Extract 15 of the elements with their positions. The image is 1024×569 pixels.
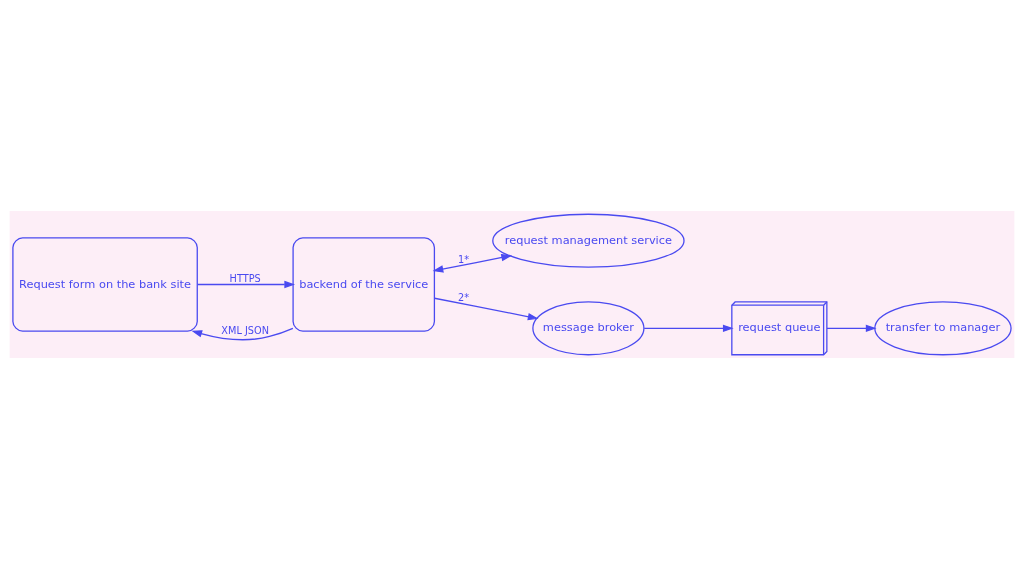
edge-label: XML JSON: [221, 324, 269, 336]
node-box: Request form on the bank site: [12, 237, 198, 332]
node-ellipse: message broker: [532, 301, 645, 356]
node-ellipse: transfer to manager: [874, 301, 1012, 356]
edge-label: 2*: [458, 292, 470, 304]
arrow: [643, 324, 734, 333]
node-ellipse: request management service: [492, 213, 685, 268]
edge-label: 1*: [458, 254, 470, 266]
arrow: [826, 324, 877, 333]
arrow: [191, 327, 294, 341]
edge-label: HTTPS: [229, 272, 261, 284]
arrow: [432, 253, 513, 273]
arrow: [196, 280, 296, 289]
arrow: [433, 297, 539, 321]
node-box: backend of the service: [292, 237, 436, 332]
